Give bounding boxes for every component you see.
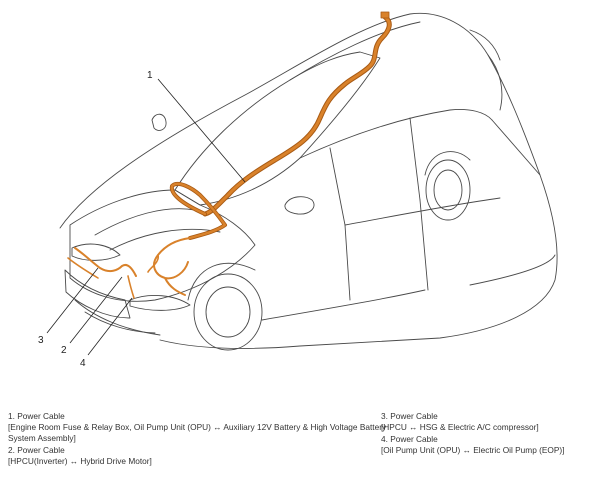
- legend-item-title: 2. Power Cable: [8, 445, 65, 455]
- legend-item-2: 2. Power Cable [HPCU(Inverter) ↔ Hybrid …: [8, 445, 388, 467]
- callout-2: 2: [61, 345, 67, 356]
- legend-item-3: 3. Power Cable [HPCU ↔ HSG & Electric A/…: [381, 411, 603, 433]
- legend-left-column: 1. Power Cable [Engine Room Fuse & Relay…: [8, 411, 388, 468]
- legend-item-title: 4. Power Cable: [381, 434, 438, 444]
- leader-2: [69, 276, 123, 344]
- callout-1: 1: [147, 70, 153, 81]
- legend-item-description: [Engine Room Fuse & Relay Box, Oil Pump …: [8, 422, 387, 443]
- legend-item-description: [HPCU ↔ HSG & Electric A/C compressor]: [381, 422, 539, 432]
- callout-4: 4: [80, 358, 86, 369]
- legend-right-column: 3. Power Cable [HPCU ↔ HSG & Electric A/…: [381, 411, 603, 457]
- leader-3: [46, 267, 99, 334]
- leader-4: [87, 297, 133, 356]
- car-outline: [59, 12, 558, 351]
- legend-item-title: 1. Power Cable: [8, 411, 65, 421]
- legend-item-description: [Oil Pump Unit (OPU) ↔ Electric Oil Pump…: [381, 445, 565, 455]
- car-wiring-diagram: 1 3 2 4: [38, 11, 558, 369]
- legend-item-description: [HPCU(Inverter) ↔ Hybrid Drive Motor]: [8, 456, 152, 466]
- power-cable-harness: [67, 11, 392, 299]
- legend-item-1: 1. Power Cable [Engine Room Fuse & Relay…: [8, 411, 388, 444]
- callout-3: 3: [38, 335, 44, 346]
- legend-item-4: 4. Power Cable [Oil Pump Unit (OPU) ↔ El…: [381, 434, 603, 456]
- legend-item-title: 3. Power Cable: [381, 411, 438, 421]
- leader-1: [157, 78, 246, 183]
- callout-leaders: [46, 78, 246, 356]
